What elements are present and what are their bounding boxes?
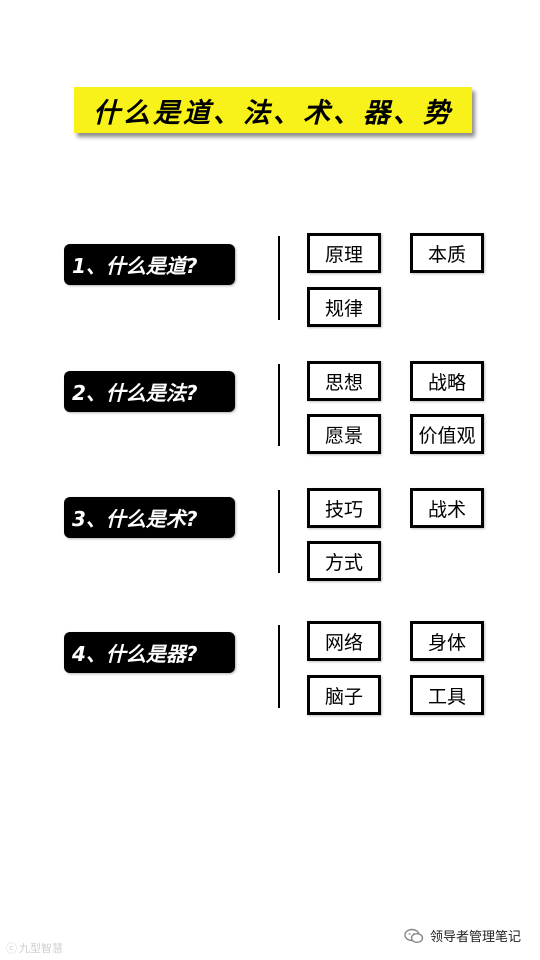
term-box: 本质 — [410, 233, 484, 273]
term-box: 身体 — [410, 621, 484, 661]
watermark-left: ⓒ 九型智慧 — [6, 940, 63, 956]
term-box: 工具 — [410, 675, 484, 715]
question-label-3: 3、什么是术? — [64, 497, 235, 538]
term-box: 方式 — [307, 541, 381, 581]
term-box: 价值观 — [410, 414, 484, 454]
term-box: 网络 — [307, 621, 381, 661]
page-title: 什么是道、法、术、器、势 — [93, 97, 453, 129]
wechat-icon — [404, 928, 424, 944]
term-box: 技巧 — [307, 488, 381, 528]
term-box: 原理 — [307, 233, 381, 273]
watermark-right: 领导者管理笔记 — [404, 926, 521, 945]
question-label-4: 4、什么是器? — [64, 632, 235, 673]
question-label-1: 1、什么是道? — [64, 244, 235, 285]
watermark-right-text: 领导者管理笔记 — [430, 930, 522, 945]
weibo-icon: ⓒ — [6, 942, 17, 955]
term-box: 思想 — [307, 361, 381, 401]
term-box: 战略 — [410, 361, 484, 401]
question-label-2: 2、什么是法? — [64, 371, 235, 412]
section-divider-4 — [278, 625, 280, 708]
section-divider-3 — [278, 490, 280, 573]
term-box: 战术 — [410, 488, 484, 528]
term-box: 脑子 — [307, 675, 381, 715]
term-box: 规律 — [307, 287, 381, 327]
section-divider-1 — [278, 236, 280, 320]
term-box: 愿景 — [307, 414, 381, 454]
watermark-left-text: 九型智慧 — [19, 942, 63, 955]
section-divider-2 — [278, 364, 280, 446]
title-banner: 什么是道、法、术、器、势 — [74, 87, 472, 133]
